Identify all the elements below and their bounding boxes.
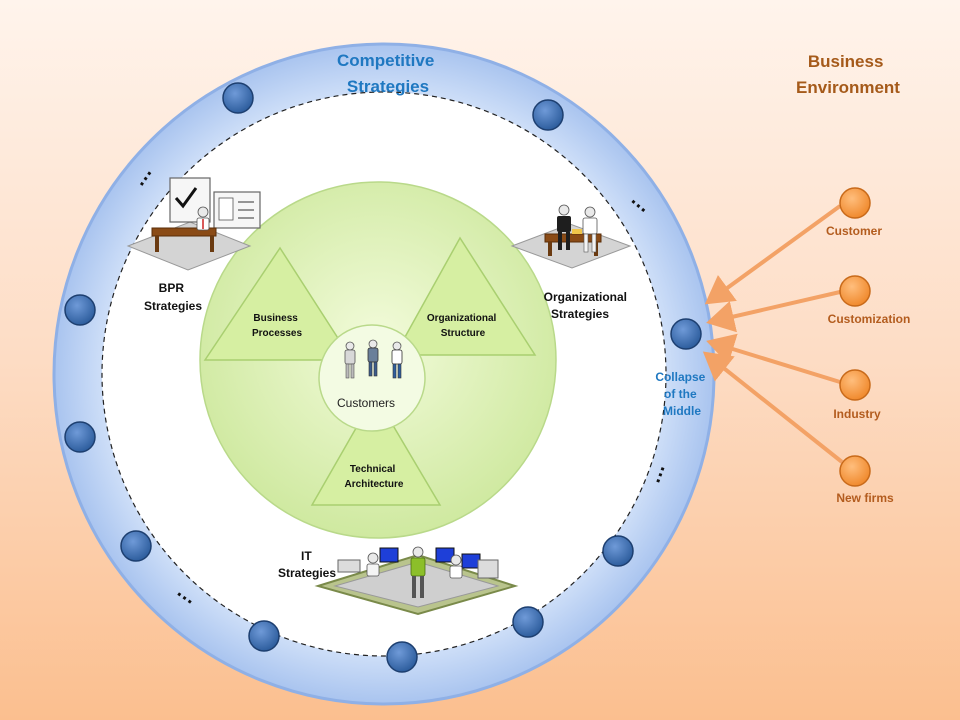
collapse-node: [670, 318, 702, 350]
force-arrow: [704, 204, 842, 305]
force-arrow: [706, 290, 841, 333]
force-node-industry: [839, 369, 871, 401]
business-processes-triangle: [203, 246, 354, 361]
business-environment-title: Business Environment: [796, 52, 900, 97]
force-label-customer: Customer: [826, 224, 882, 238]
ring-node: [222, 82, 254, 114]
organizational-structure-triangle: [393, 236, 537, 356]
ring-node: [64, 421, 96, 453]
it-workspace-icon: [314, 546, 519, 616]
organizational-structure-label: Organizational Structure: [427, 313, 499, 339]
bpr-office-icon: [126, 177, 261, 271]
technical-architecture-triangle: [310, 393, 442, 506]
technical-architecture-label: Technical Architecture: [345, 464, 404, 490]
ring-node: [64, 294, 96, 326]
ring-node: [120, 530, 152, 562]
ring-node: [386, 641, 418, 673]
force-node-customization: [839, 275, 871, 307]
ring-node: [512, 606, 544, 638]
it-strategies-label: IT Strategies: [278, 549, 336, 580]
customers-label: Customers: [337, 396, 395, 410]
customers-people-icon: [344, 339, 403, 379]
force-label-new-firms: New firms: [836, 491, 894, 505]
bpr-strategies-label: BPR Strategies: [144, 281, 202, 313]
business-processes-label: Business Processes: [252, 313, 302, 339]
force-arrow: [702, 351, 844, 464]
organizational-strategies-label: Organizational Strategies: [544, 290, 631, 321]
force-arrow: [706, 333, 841, 384]
competitive-strategies-title: Competitive Strategies: [337, 51, 439, 96]
ring-node: [532, 99, 564, 131]
org-meeting-icon: [510, 204, 632, 269]
force-label-industry: Industry: [833, 407, 881, 421]
force-label-customization: Customization: [828, 312, 911, 326]
collapse-of-the-middle-label: Collapse of the Middle: [655, 370, 708, 418]
force-node-customer: [839, 187, 871, 219]
ring-node: [602, 535, 634, 567]
ring-node: [248, 620, 280, 652]
force-node-new-firms: [839, 455, 871, 487]
